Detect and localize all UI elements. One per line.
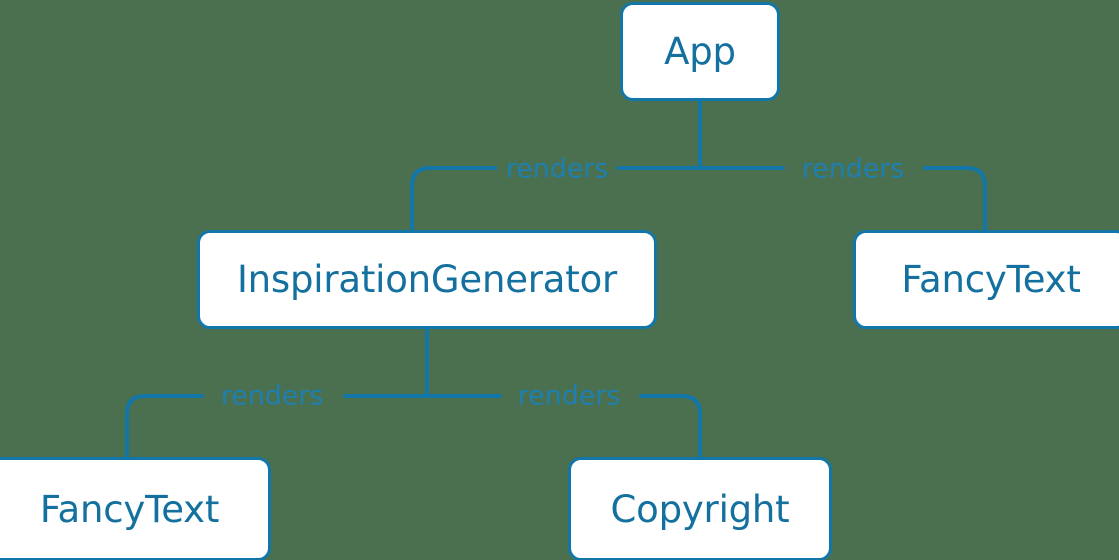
edge-label-app-to-inspiration: renders [496, 155, 618, 183]
node-fancy-text-bottom-label: FancyText [39, 487, 220, 531]
node-copyright[interactable]: Copyright [568, 457, 832, 560]
node-fancy-text-bottom[interactable]: FancyText [0, 457, 271, 560]
edge-label-app-to-fancytext: renders [792, 155, 914, 183]
node-inspiration-generator[interactable]: InspirationGenerator [197, 230, 657, 329]
node-copyright-label: Copyright [610, 487, 790, 531]
edge-inspiration-to-fancytext [125, 394, 429, 459]
node-app-label: App [664, 30, 736, 73]
edge-label-inspiration-to-copyright: renders [508, 382, 630, 410]
node-fancy-text-right-label: FancyText [901, 258, 1081, 301]
node-fancy-text-right[interactable]: FancyText [853, 230, 1119, 329]
edge-app-to-fancytext [698, 166, 987, 232]
node-app[interactable]: App [620, 2, 780, 101]
node-inspiration-generator-label: InspirationGenerator [236, 258, 618, 301]
edge-inspiration-to-copyright [425, 394, 702, 459]
edge-label-inspiration-to-fancytext: renders [211, 382, 333, 410]
